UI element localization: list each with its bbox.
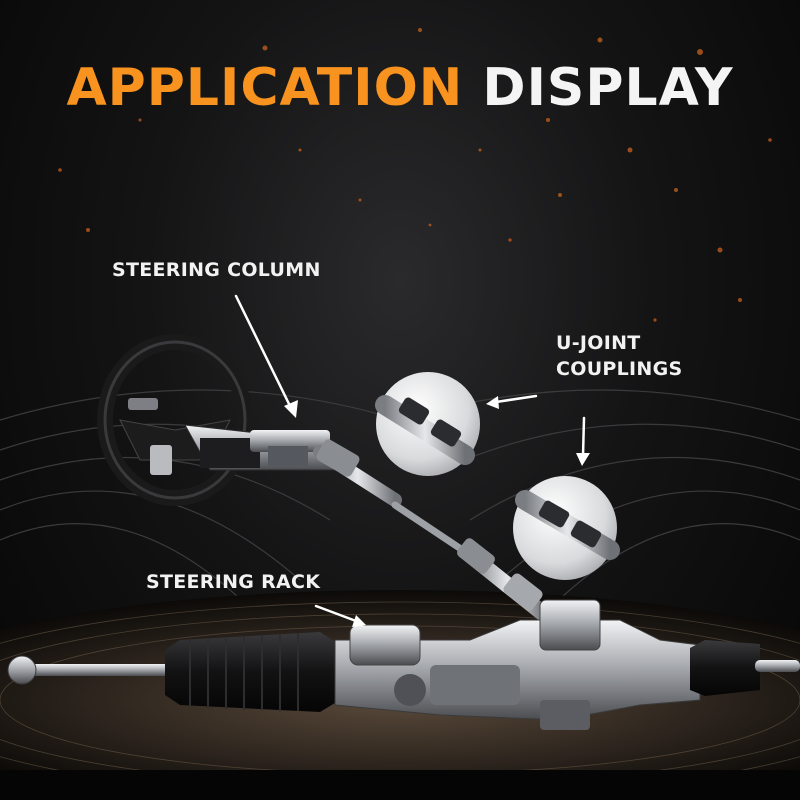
rack-callout-arrow (314, 604, 366, 627)
title-word-white: DISPLAY (482, 58, 734, 118)
steering-wheel (97, 334, 253, 506)
ujoint-detail-lower (513, 476, 620, 580)
ujoint-label-line2: COUPLINGS (556, 358, 683, 380)
ujoint-callout-arrow-down (576, 416, 590, 466)
ujoint-label-line1: U-JOINT (556, 332, 641, 354)
title-word-accent: APPLICATION (66, 58, 464, 118)
ujoint-couplings-label: U-JOINT COUPLINGS (556, 330, 683, 382)
steering-rack-shape (7, 599, 800, 730)
steering-rack-label: STEERING RACK (146, 571, 321, 593)
column-callout-arrow (234, 294, 298, 418)
intermediate-shaft (391, 501, 553, 623)
steering-column-label: STEERING COLUMN (112, 259, 321, 281)
ujoint-detail-upper (375, 372, 480, 476)
ember-sparks (58, 28, 772, 322)
page-title: APPLICATION DISPLAY (0, 58, 800, 118)
steering-column-shape (184, 424, 402, 507)
ujoint-callout-arrow-left (486, 394, 538, 409)
